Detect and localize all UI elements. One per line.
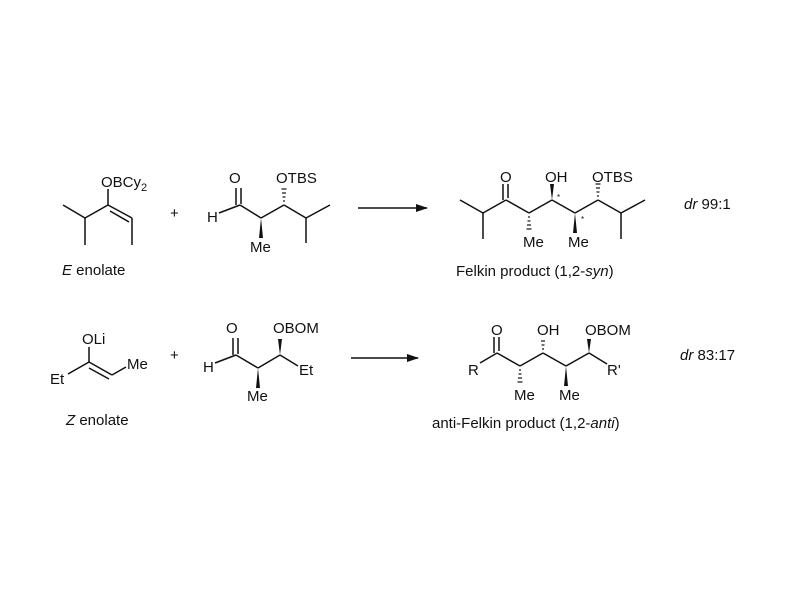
aldehyde-h-label: H (203, 359, 214, 376)
aldehyde-protecting-group: OBOM (273, 320, 319, 337)
reaction-1: OBCy2 E enolate + H O OTBS Me (62, 169, 731, 280)
plus-sign: + (170, 205, 179, 222)
aldehyde-methyl-label: Me (247, 388, 268, 405)
product-r-prime-label: R' (607, 362, 621, 379)
enolate-ethyl-label: Et (50, 371, 65, 388)
dr-value-1: dr 99:1 (684, 196, 731, 213)
e-enolate-structure: OBCy2 E enolate (62, 174, 147, 279)
aldehyde-o-label: O (226, 320, 238, 337)
product-methyl-2: Me (559, 387, 580, 404)
aldehyde-1-structure: H O OTBS Me (207, 170, 331, 256)
product-o-label: O (491, 322, 503, 339)
aldehyde-protecting-group: OTBS (276, 170, 317, 187)
felkin-product-structure: O Me OH * * Me OTBS (456, 169, 646, 280)
aldehyde-h-label: H (207, 209, 218, 226)
product-protecting-group: OBOM (585, 322, 631, 339)
z-enolate-caption: Z enolate (65, 412, 129, 429)
anti-felkin-product-caption: anti-Felkin product (1,2-anti) (432, 415, 620, 432)
aldehyde-o-label: O (229, 170, 241, 187)
anti-felkin-product-structure: R O Me OH Me OBO (432, 322, 631, 432)
enolate-methyl-label: Me (127, 356, 148, 373)
felkin-product-caption: Felkin product (1,2-syn) (456, 263, 614, 280)
product-methyl-1: Me (514, 387, 535, 404)
product-methyl-2: Me (568, 234, 589, 251)
plus-sign: + (170, 347, 179, 364)
svg-text:*: * (557, 193, 560, 202)
dr-value-2: dr 83:17 (680, 347, 735, 364)
z-enolate-structure: OLi Et Me Z enolate (50, 331, 148, 429)
svg-text:*: * (581, 215, 584, 224)
product-methyl-1: Me (523, 234, 544, 251)
aldehyde-2-structure: H O Me OBOM Et (203, 320, 319, 405)
product-o-label: O (500, 169, 512, 186)
product-oh-label: OH (545, 169, 568, 186)
aldehyde-ethyl-label: Et (299, 362, 314, 379)
e-enolate-caption: E enolate (62, 262, 125, 279)
enolate-substituent-label: OLi (82, 331, 105, 348)
product-protecting-group: OTBS (592, 169, 633, 186)
product-r-label: R (468, 362, 479, 379)
reaction-2: OLi Et Me Z enolate + H O Me OBOM Et (50, 320, 735, 432)
enolate-substituent-label: OBCy2 (101, 174, 147, 194)
product-oh-label: OH (537, 322, 560, 339)
aldehyde-methyl-label: Me (250, 239, 271, 256)
